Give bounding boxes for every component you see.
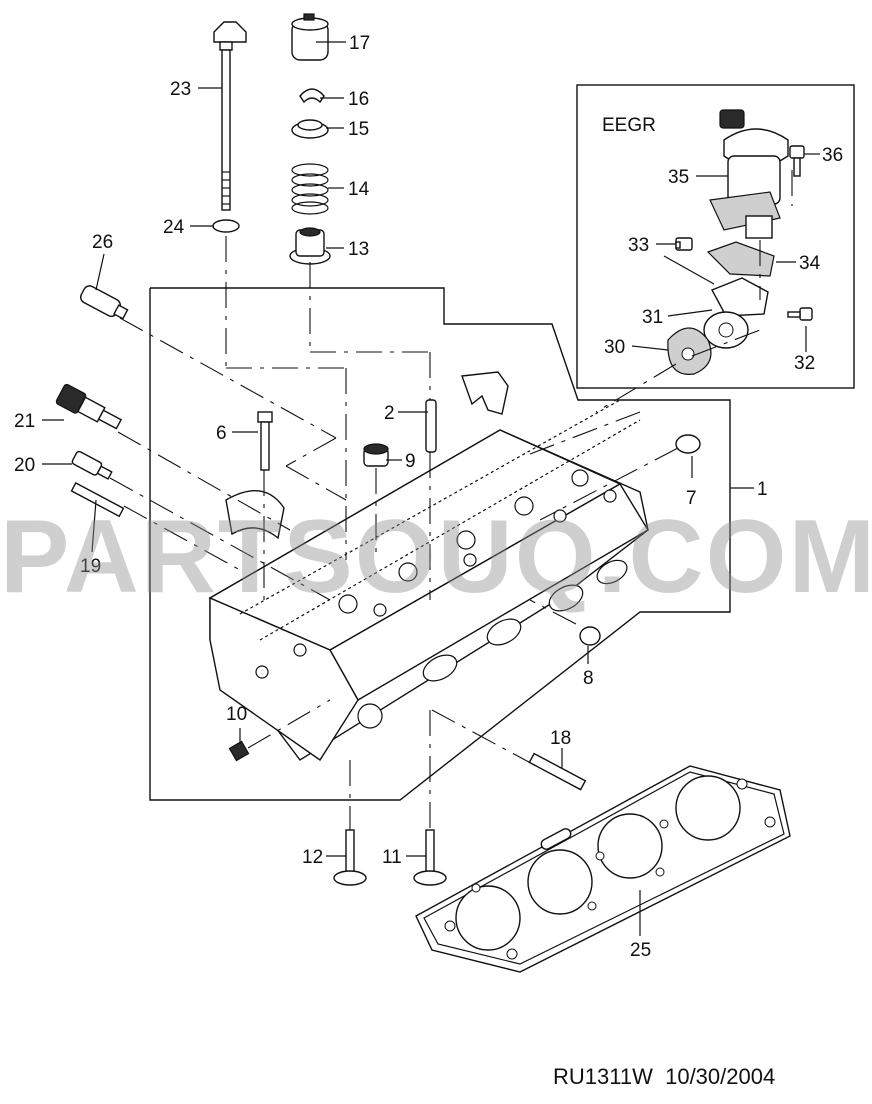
cylinder-head-frame [149,287,731,801]
valve-12 [333,829,367,886]
eegr-section-label: EEGR [602,115,656,136]
head-bolt-23 [213,21,247,211]
callout-17: 17 [349,33,370,54]
callout-32: 32 [794,353,815,374]
seal-9 [363,443,389,467]
callout-6: 6 [216,423,227,444]
callout-18: 18 [550,728,571,749]
callout-7: 7 [686,488,697,509]
valve-11 [413,829,447,886]
callout-12: 12 [302,847,323,868]
sensor-26 [79,285,129,320]
callout-30: 30 [604,337,625,358]
valve-key-16 [299,88,325,104]
bolt-6 [257,411,273,471]
leader-lines [42,41,820,936]
callout-23: 23 [170,79,191,100]
gasket-30 [667,327,712,375]
plug-8 [579,626,601,646]
callout-20: 20 [14,455,35,476]
dashed-guide-lines [109,170,793,830]
stud-19 [70,482,125,518]
egr-flange-31 [703,277,769,349]
callout-2: 2 [384,403,395,424]
callout-25: 25 [630,940,651,961]
temp-sender-21 [55,383,123,430]
cylinder-head [208,371,649,761]
callout-15: 15 [348,119,369,140]
plug-7 [675,434,701,454]
spring-retainer-15 [291,119,329,139]
callout-13: 13 [348,239,369,260]
stud-18 [528,752,587,791]
plug-20 [71,450,113,480]
callout-21: 21 [14,411,35,432]
bolt-32 [787,307,813,321]
callout-35: 35 [668,167,689,188]
bolt-33 [675,237,693,251]
tappet-17 [291,13,329,61]
callout-34: 34 [799,253,821,274]
washer-24 [212,219,240,233]
bolt-36 [789,145,805,177]
gasket-34 [706,241,775,277]
diagram-date: 10/30/2004 [665,1064,776,1089]
dowel-2 [425,399,437,453]
head-gasket-25 [415,765,791,973]
callout-36: 36 [822,145,843,166]
callout-33: 33 [628,235,649,256]
callout-24: 24 [163,217,185,238]
valve-seal-13 [289,227,331,265]
callout-1: 1 [757,479,768,500]
callout-26: 26 [92,232,113,253]
callout-11: 11 [382,847,402,868]
callout-19: 19 [80,556,101,577]
eegr-inset-frame [576,84,855,389]
diagram-footer: RU1311W 10/30/2004 [553,1064,775,1090]
valve-spring-14 [291,163,329,215]
egr-valve-35 [709,109,789,239]
callout-16: 16 [348,89,369,110]
callout-labels: 17 16 15 14 13 23 24 26 21 20 19 6 2 9 1… [14,33,843,961]
callout-9: 9 [405,451,416,472]
callout-31: 31 [642,307,663,328]
callout-10: 10 [226,704,247,725]
callout-14: 14 [348,179,370,200]
stud-10 [228,740,250,762]
diagram-code: RU1311W [553,1064,653,1089]
callout-8: 8 [583,668,594,689]
